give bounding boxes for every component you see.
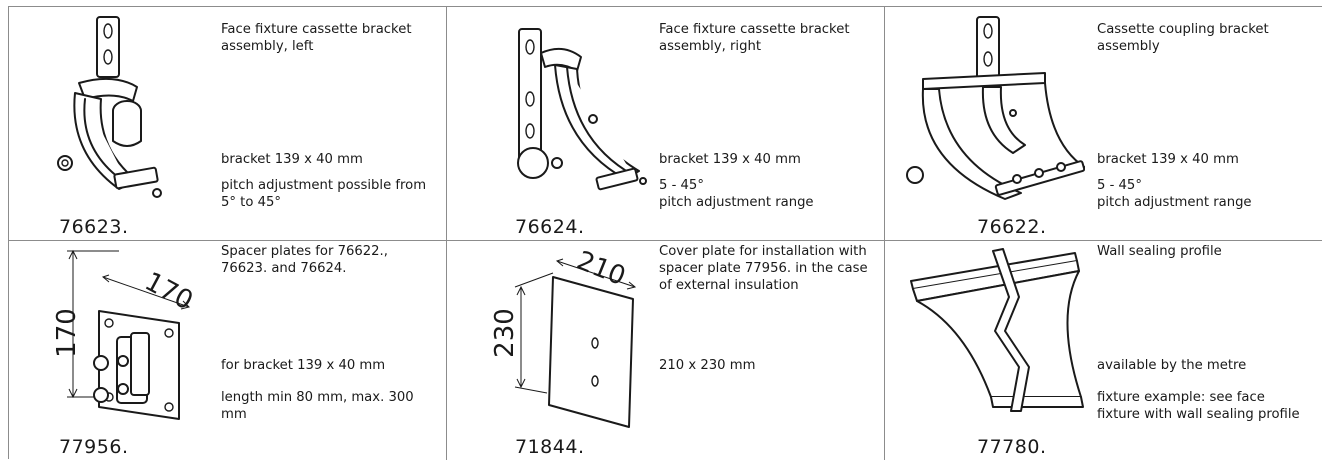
product-title: Face fixture cassette bracket assembly, … (221, 22, 412, 54)
product-spec: 5 - 45° (1097, 178, 1142, 193)
dimension-label-width: 170 (140, 267, 198, 317)
product-spec: for bracket 139 x 40 mm (221, 358, 386, 373)
product-title: Face fixture cassette bracket assembly, … (659, 22, 850, 54)
dimension-label-height: 230 (490, 308, 520, 358)
bracket-right-drawing (517, 28, 647, 191)
product-cell-76623: 76623. Face fixture cassette bracket ass… (9, 7, 447, 241)
product-spec: available by the metre (1097, 358, 1247, 373)
product-grid: 76623. Face fixture cassette bracket ass… (8, 6, 1322, 460)
product-spec: 5 - 45° (659, 178, 704, 193)
wall-sealing-profile-drawing (910, 248, 1084, 412)
product-spec: pitch adjustment range (1097, 195, 1252, 210)
product-cell-77780: 77780. Wall sealing profile available by… (885, 241, 1322, 460)
product-number: 76624. (515, 216, 585, 238)
product-title: Spacer plates for 76622., 76623. and 766… (221, 244, 388, 276)
product-title: Cassette coupling bracket assembly (1097, 22, 1269, 54)
product-spec: bracket 139 x 40 mm (221, 152, 363, 167)
product-spec: fixture example: see face fixture with w… (1097, 390, 1300, 422)
spacer-plate-drawing: 170 170 (52, 249, 198, 420)
product-title: Cover plate for installation with spacer… (659, 244, 868, 293)
product-spec: pitch adjustment range (659, 195, 814, 210)
product-number: 77956. (59, 436, 129, 458)
product-cell-77956: 170 170 77956. Spacer plates for 76622.,… (9, 241, 447, 460)
coupling-bracket-drawing (906, 16, 1085, 200)
product-cell-71844: 230 210 71844. Cover plate for installat… (447, 241, 885, 460)
bracket-left-drawing (57, 16, 162, 198)
product-spec: 210 x 230 mm (659, 358, 756, 373)
product-spec: pitch adjustment possible from 5° to 45° (221, 178, 427, 210)
product-cell-76624: 76624. Face fixture cassette bracket ass… (447, 7, 885, 241)
product-spec: length min 80 mm, max. 300 mm (221, 390, 414, 422)
product-number: 77780. (977, 436, 1047, 458)
product-title: Wall sealing profile (1097, 244, 1222, 259)
product-number: 76622. (977, 216, 1047, 238)
product-number: 71844. (515, 436, 585, 458)
product-spec: bracket 139 x 40 mm (659, 152, 801, 167)
product-number: 76623. (59, 216, 129, 238)
product-spec: bracket 139 x 40 mm (1097, 152, 1239, 167)
dimension-label-height: 170 (52, 308, 82, 358)
cover-plate-drawing: 230 210 (490, 247, 637, 428)
product-cell-76622: 76622. Cassette coupling bracket assembl… (885, 7, 1322, 241)
